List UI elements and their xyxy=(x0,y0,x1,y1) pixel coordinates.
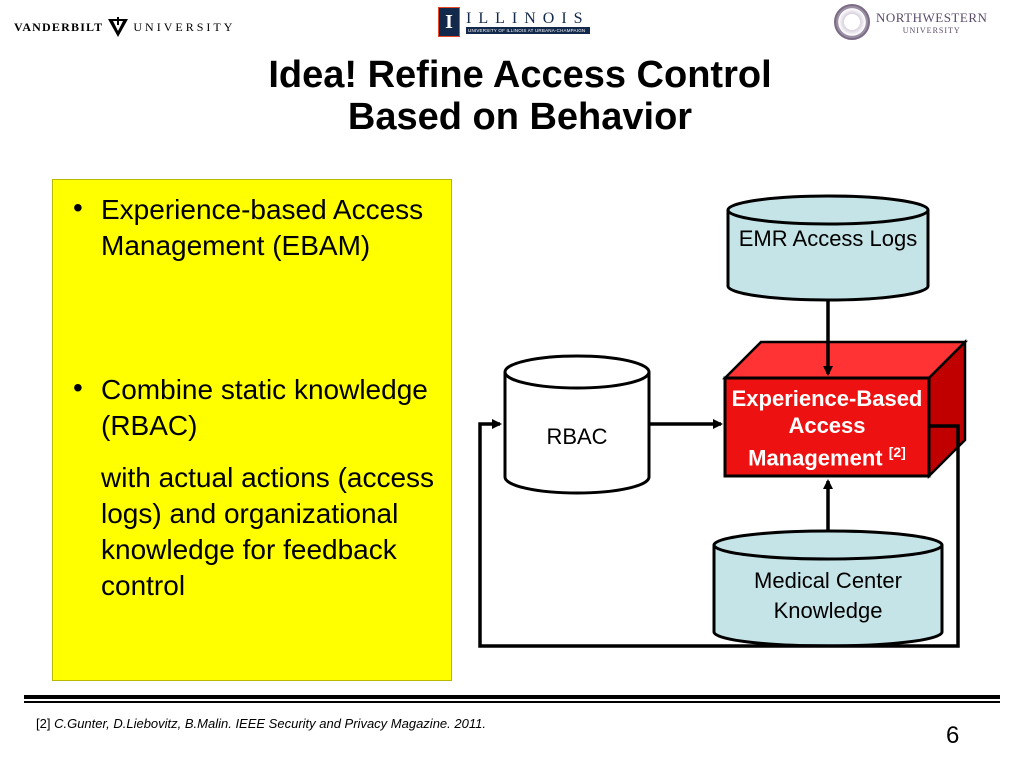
title-line-2: Based on Behavior xyxy=(347,96,693,138)
vanderbilt-wordmark-left: VANDERBILT xyxy=(14,19,104,34)
slide-title: Idea! Refine Access Control Based on Beh… xyxy=(180,54,860,138)
ebam-label-text: Experience-Based Access Management xyxy=(731,386,923,471)
footer-rule xyxy=(24,695,1000,699)
bullet-combine-continuation: with actual actions (access logs) and or… xyxy=(101,462,435,601)
footnote: [2] C.Gunter, D.Liebovitz, B.Malin. IEEE… xyxy=(36,716,486,731)
vanderbilt-oak-leaf-icon xyxy=(108,17,129,37)
footnote-citation: C.Gunter, D.Liebovitz, B.Malin. IEEE Sec… xyxy=(54,716,486,731)
feedback-loop-arrow xyxy=(478,419,960,648)
rbac-label: RBAC xyxy=(546,424,608,449)
medical-center-knowledge-label: Medical Center Knowledge xyxy=(754,568,902,623)
title-line-1: Idea! Refine Access Control xyxy=(268,54,772,96)
emr-access-logs-label: EMR Access Logs xyxy=(738,226,918,251)
emr-access-logs-cylinder xyxy=(726,194,930,302)
bullet-marker: • xyxy=(73,372,83,403)
northwestern-wordmark: NORTHWESTERN xyxy=(876,9,988,25)
vanderbilt-wordmark-right: UNIVERSITY xyxy=(133,19,236,34)
vanderbilt-logo: VANDERBILT UNIVERSITY xyxy=(14,14,235,40)
page-number: 6 xyxy=(946,722,960,749)
illinois-i-mark-icon: I xyxy=(438,7,460,37)
bullet-combine: Combine static knowledge (RBAC) xyxy=(101,374,428,441)
bullet-ebam: Experience-based Access Management (EBAM… xyxy=(101,194,424,261)
ebam-cube xyxy=(721,338,969,480)
rbac-cylinder xyxy=(503,354,651,495)
northwestern-logo: NORTHWESTERN UNIVERSITY xyxy=(834,4,987,40)
illinois-logo: I ILLINOIS UNIVERSITY OF ILLINOIS AT URB… xyxy=(438,6,590,38)
northwestern-subtitle: UNIVERSITY xyxy=(902,25,961,35)
illinois-wordmark: ILLINOIS xyxy=(466,9,590,27)
footer-rule-thin xyxy=(24,701,1000,703)
footnote-ref-label: [2] xyxy=(36,716,51,731)
ebam-reference: [2] xyxy=(888,444,906,460)
northwestern-seal-icon xyxy=(834,4,870,40)
ebam-label: Experience-Based Access Management [2] xyxy=(726,385,928,471)
illinois-subtitle: UNIVERSITY OF ILLINOIS AT URBANA-CHAMPAI… xyxy=(466,26,590,34)
bullet-panel: • Experience-based Access Management (EB… xyxy=(52,179,452,681)
bullet-marker: • xyxy=(73,192,83,223)
